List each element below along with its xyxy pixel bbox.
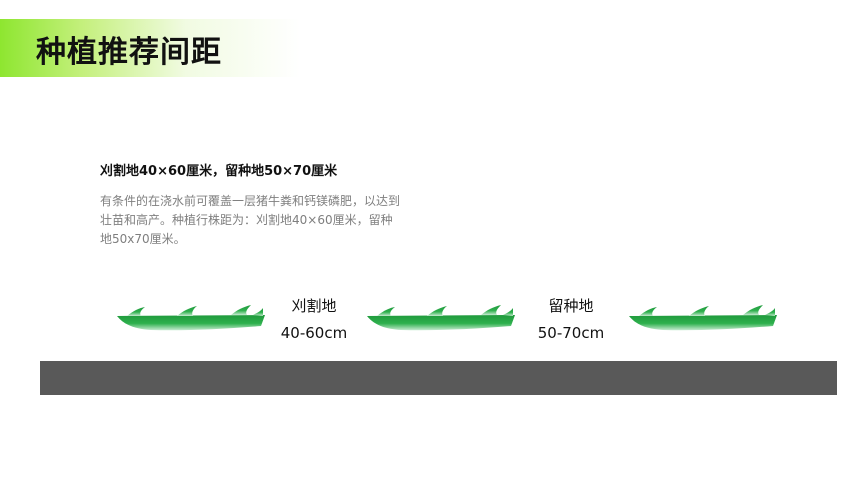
grass-branch-icon xyxy=(367,305,515,331)
plot-name-seed: 留种地 xyxy=(548,297,594,315)
spacing-subtitle: 刈割地40×60厘米，留种地50×70厘米 xyxy=(100,164,338,179)
spacing-description: 有条件的在浇水前可覆盖一层猪牛粪和钙镁磷肥，以达到壮苗和高产。种植行株距为：刈割… xyxy=(100,194,401,246)
plot-range-seed: 50-70cm xyxy=(537,324,605,342)
plot-name-mowing: 刈割地 xyxy=(291,297,337,315)
plot-range-mowing: 40-60cm xyxy=(280,324,348,342)
ground-bar xyxy=(40,361,837,395)
grass-branch-icon xyxy=(117,305,265,331)
grass-branch-icon xyxy=(629,305,777,331)
title-banner xyxy=(0,19,300,77)
page-title: 种植推荐间距 xyxy=(36,35,222,70)
